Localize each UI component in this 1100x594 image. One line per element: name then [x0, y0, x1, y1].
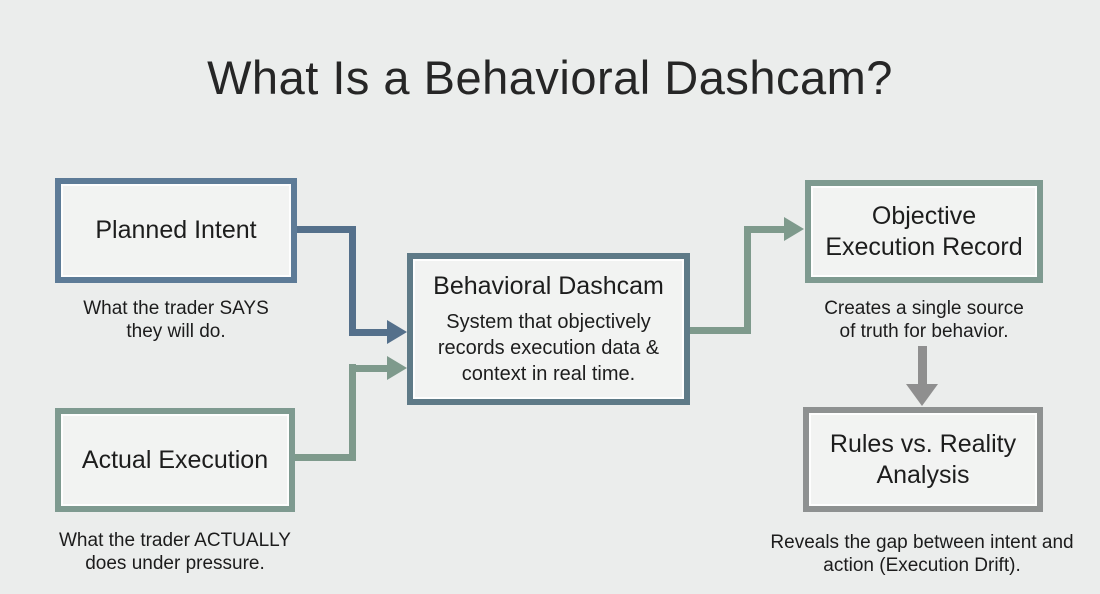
connector-segment — [349, 329, 389, 336]
arrowhead-right-icon — [784, 217, 804, 241]
connector-segment — [690, 327, 751, 334]
node-behavioral-dashcam-label: Behavioral Dashcam — [433, 272, 664, 301]
arrowhead-right-icon — [387, 320, 407, 344]
caption-objective-execution-record: Creates a single source of truth for beh… — [824, 298, 1024, 343]
node-behavioral-dashcam: Behavioral Dashcam System that objective… — [407, 253, 690, 405]
node-objective-execution-record-label: Objective Execution Record — [825, 202, 1023, 261]
connector-segment — [349, 226, 356, 336]
node-actual-execution: Actual Execution — [55, 408, 295, 512]
node-planned-intent-label: Planned Intent — [95, 216, 257, 245]
connector-segment — [744, 226, 785, 233]
node-rules-vs-reality-label: Rules vs. Reality Analysis — [829, 430, 1017, 489]
connector-segment — [349, 365, 389, 372]
connector-segment — [295, 454, 356, 461]
connector-segment — [918, 346, 927, 386]
caption-planned-intent: What the trader SAYS they will do. — [83, 298, 269, 343]
node-objective-execution-record: Objective Execution Record — [805, 180, 1043, 283]
arrowhead-right-icon — [387, 356, 407, 380]
caption-actual-execution: What the trader ACTUALLY does under pres… — [59, 530, 291, 575]
connector-segment — [349, 364, 356, 461]
node-rules-vs-reality: Rules vs. Reality Analysis — [803, 407, 1043, 512]
connector-segment — [297, 226, 356, 233]
page-title: What Is a Behavioral Dashcam? — [207, 51, 893, 104]
node-planned-intent: Planned Intent — [55, 178, 297, 283]
connector-segment — [744, 226, 751, 334]
node-actual-execution-label: Actual Execution — [81, 445, 269, 474]
arrowhead-down-icon — [906, 384, 938, 406]
caption-rules-vs-reality: Reveals the gap between intent and actio… — [770, 532, 1074, 577]
node-behavioral-dashcam-body: System that objectively records executio… — [437, 310, 660, 385]
